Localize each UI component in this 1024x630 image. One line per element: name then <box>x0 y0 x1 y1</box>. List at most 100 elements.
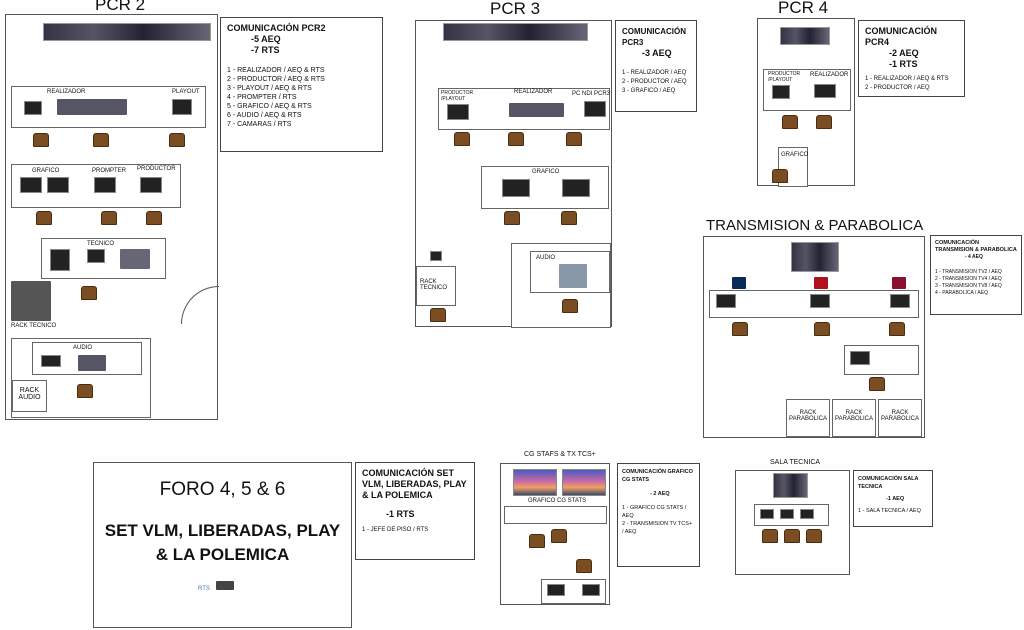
monitor-icon <box>172 99 192 115</box>
comm-item: 2 - TRANSMISION TV TCS+ / AEQ <box>622 521 693 535</box>
comm-item: 1 - SALA TECNICA / AEQ <box>858 508 921 514</box>
cg-title: CG STAFS & TX TCS+ <box>524 451 596 458</box>
sala-comm-box: COMUNICACIÓN SALA TECNICA -1 AEQ 1 - SAL… <box>853 470 933 527</box>
chair-icon <box>562 299 578 313</box>
monitor-icon <box>41 355 61 367</box>
transmision-comm-box: COMUNICACIÓN TRANSMISION & PARABOLICA - … <box>930 235 1022 315</box>
monitor-icon <box>810 294 830 308</box>
foro-room: FORO 4, 5 & 6 SET VLM, LIBERADAS, PLAY &… <box>93 462 352 628</box>
comm-item: 4 - PROMPTER / RTS <box>227 94 297 101</box>
comm-item: 3 - PLAYOUT / AEQ & RTS <box>227 85 312 92</box>
chair-icon <box>762 529 778 543</box>
parabolica-desk <box>844 345 919 375</box>
comm-item: 2 - TRANSMISION TV4 / AEQ <box>935 276 1002 282</box>
label: TECNICO <box>87 241 114 247</box>
label: PRODUCTOR /PLAYOUT <box>768 71 801 83</box>
pcr4-room: PRODUCTOR /PLAYOUT REALIZADOR GRAFICO <box>757 18 855 187</box>
transmision-room: RACK PARABOLICA RACK PARABOLICA RACK PAR… <box>703 236 925 438</box>
chair-icon <box>508 132 524 146</box>
monitor-icon <box>547 584 565 596</box>
monitor-icon <box>50 249 70 271</box>
monitor-wall <box>780 27 830 45</box>
chair-icon <box>529 534 545 548</box>
rack-tecnico <box>11 281 51 321</box>
monitor-icon <box>800 509 814 519</box>
chair-icon <box>869 377 885 391</box>
switcher-panel <box>57 99 127 115</box>
pcr2-title: PCR 2 <box>95 0 146 14</box>
rack-parabolica: RACK PARABOLICA <box>786 399 830 437</box>
chair-icon <box>430 308 446 322</box>
monitor-icon <box>780 509 794 519</box>
chair-icon <box>561 211 577 225</box>
chair-icon <box>77 384 93 398</box>
pcr2-realizador-desk: REALIZADOR PLAYOUT <box>11 86 206 128</box>
door <box>181 286 219 324</box>
chair-icon <box>772 169 788 183</box>
audio-desk: AUDIO <box>32 342 142 375</box>
monitor-icon <box>562 179 590 197</box>
cg-room: GRAFICO CG STATS <box>500 463 610 605</box>
monitor-icon <box>447 104 469 120</box>
comm-count: - 4 AEQ <box>965 254 983 260</box>
pcr2-tecnico-desk: TECNICO <box>41 238 166 279</box>
comm-item: 2 - PRODUCTOR / AEQ <box>865 85 930 91</box>
monitor-wall <box>43 23 211 41</box>
chair-icon <box>146 211 162 225</box>
label: PRODUCTOR <box>137 166 176 172</box>
pcr3-desk: PRODUCTOR /PLAYOUT REALIZADOR PC NDI PCR… <box>438 88 610 130</box>
pcr2-audio-area: AUDIO RACK AUDIO <box>11 338 151 418</box>
chair-icon <box>551 529 567 543</box>
comm-count: - 2 AEQ <box>650 491 670 497</box>
cg-desk <box>504 506 607 524</box>
chair-icon <box>36 211 52 225</box>
chair-icon <box>504 211 520 225</box>
comm-count: -3 AEQ <box>642 48 672 58</box>
pcr2-comm-box: COMUNICACIÓN PCR2 -5 AEQ -7 RTS 1 - REAL… <box>220 17 383 152</box>
pcr3-grafico-desk: GRAFICO <box>481 166 609 209</box>
monitor-icon <box>87 249 105 263</box>
label: PROMPTER <box>92 168 127 174</box>
monitor-icon <box>584 101 606 117</box>
foro-comm-box: COMUNICACIÓN SET VLM, LIBERADAS, PLAY & … <box>355 462 475 560</box>
monitor-wall <box>443 23 588 41</box>
chair-icon <box>784 529 800 543</box>
monitor-icon <box>814 84 836 98</box>
transmision-desk <box>709 290 919 318</box>
monitor-wall <box>773 473 808 498</box>
label: PC NDI PCR3 <box>572 91 611 97</box>
comm-item: 6 - AUDIO / AEQ & RTS <box>227 112 302 119</box>
chair-icon <box>816 115 832 129</box>
monitor-icon <box>582 584 600 596</box>
chair-icon <box>169 133 185 147</box>
monitor-icon <box>502 179 530 197</box>
monitor-icon <box>562 469 606 496</box>
comm-title: COMUNICACIÓN PCR4 <box>865 26 937 47</box>
pcr4-comm-box: COMUNICACIÓN PCR4 -2 AEQ -1 RTS 1 - REAL… <box>858 20 965 97</box>
tv4-logo-icon <box>814 277 828 289</box>
tcs-desk <box>541 579 606 604</box>
tv2-logo-icon <box>732 277 746 289</box>
label: AUDIO <box>73 345 93 351</box>
pcr2-grafico-desk: GRAFICO PROMPTER PRODUCTOR <box>11 164 181 208</box>
label: GRAFICO CG STATS <box>528 498 587 504</box>
pcr3-comm-box: COMUNICACIÓN PCR3 -3 AEQ 1 - REALIZADOR … <box>615 20 697 112</box>
monitor-icon <box>760 509 774 519</box>
label: GRAFICO <box>781 152 809 158</box>
comm-item: 1 - REALIZADOR / AEQ <box>622 70 687 76</box>
router-panel <box>120 249 150 269</box>
audio-mixer <box>78 355 106 371</box>
monitor-icon <box>772 85 790 99</box>
tv8-logo-icon <box>892 277 906 289</box>
comm-item: 4 - PARABOLICA / AEQ <box>935 290 988 296</box>
comm-item: 2 - PRODUCTOR / AEQ <box>622 79 687 85</box>
label: GRAFICO <box>32 168 60 174</box>
label: REALIZADOR <box>810 72 849 78</box>
rack-parabolica: RACK PARABOLICA <box>832 399 876 437</box>
chair-icon <box>33 133 49 147</box>
pcr4-title: PCR 4 <box>778 0 829 17</box>
chair-icon <box>566 132 582 146</box>
switcher-panel <box>509 103 564 117</box>
comm-title: COMUNICACIÓN SET VLM, LIBERADAS, PLAY & … <box>362 468 467 500</box>
monitor-icon <box>716 294 736 308</box>
